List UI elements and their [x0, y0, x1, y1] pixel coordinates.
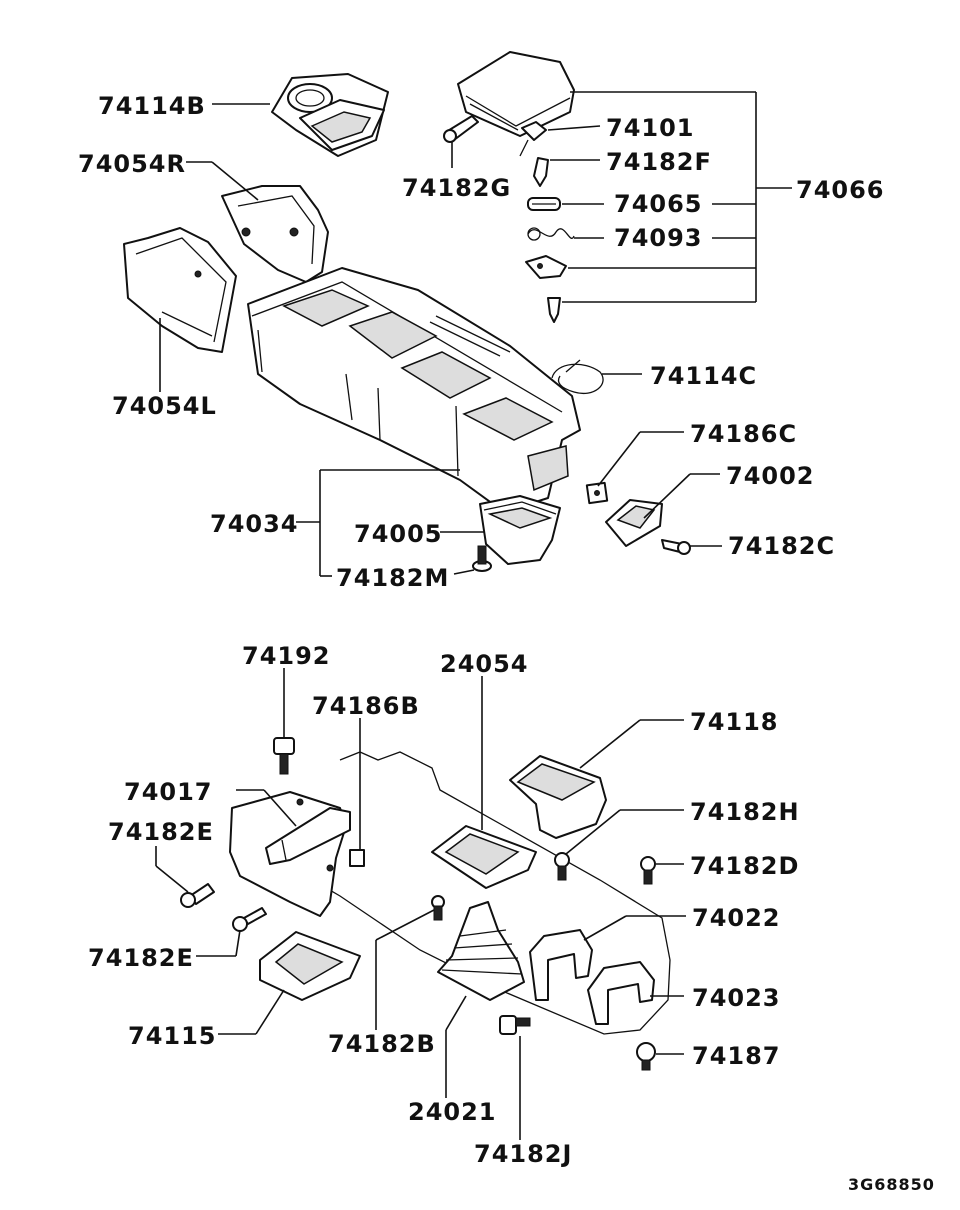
label-74182G: 74182G — [402, 174, 511, 202]
label-74114B: 74114B — [98, 92, 206, 120]
tray-74118[interactable] — [509, 755, 607, 839]
label-74182H: 74182H — [690, 798, 800, 826]
label-74054L: 74054L — [112, 392, 217, 420]
label-24054: 24054 — [440, 650, 529, 678]
pocket-74005[interactable] — [479, 495, 561, 565]
label-74118: 74118 — [690, 708, 779, 736]
label-74182D: 74182D — [690, 852, 799, 880]
label-74093: 74093 — [614, 224, 703, 252]
spring-74065[interactable] — [527, 197, 561, 211]
diagram-code: 3G68850 — [848, 1175, 935, 1194]
label-74114C: 74114C — [650, 362, 757, 390]
bracket-74023[interactable] — [587, 961, 655, 1025]
screw-74182F[interactable] — [533, 157, 549, 187]
bracket-74017[interactable] — [229, 791, 351, 917]
bolt-74182J[interactable] — [499, 1015, 531, 1035]
label-74182E-upper: 74182E — [108, 818, 214, 846]
bolt-74192[interactable] — [273, 737, 295, 775]
nut-74186B[interactable] — [349, 849, 365, 867]
shift-boot-24021[interactable] — [437, 901, 525, 1001]
label-74192: 74192 — [242, 642, 331, 670]
hinge-74101[interactable] — [519, 121, 547, 157]
label-74182F: 74182F — [606, 148, 712, 176]
label-74101: 74101 — [606, 114, 695, 142]
label-74186B: 74186B — [312, 692, 420, 720]
label-74017: 74017 — [124, 778, 213, 806]
label-74066: 74066 — [796, 176, 885, 204]
side-cover-74054R[interactable] — [221, 185, 329, 283]
console-body-74034[interactable] — [247, 267, 581, 513]
label-74182M: 74182M — [336, 564, 449, 592]
bracket-74022[interactable] — [529, 929, 593, 1001]
label-74023: 74023 — [692, 984, 781, 1012]
nut-74186C[interactable] — [585, 481, 609, 505]
label-74054R: 74054R — [78, 150, 186, 178]
clip-74187[interactable] — [636, 1042, 656, 1071]
screw-74182H[interactable] — [554, 852, 570, 881]
boot-plate-74115[interactable] — [259, 931, 361, 1001]
screw-lid-bottom[interactable] — [547, 297, 561, 323]
label-74002: 74002 — [726, 462, 815, 490]
lock-bracket[interactable] — [525, 255, 567, 279]
label-74182E-lower: 74182E — [88, 944, 194, 972]
label-74005: 74005 — [354, 520, 443, 548]
label-24021: 24021 — [408, 1098, 497, 1126]
label-74182B: 74182B — [328, 1030, 436, 1058]
label-74022: 74022 — [692, 904, 781, 932]
screw-74182M[interactable] — [472, 545, 492, 572]
label-74182J: 74182J — [474, 1140, 572, 1168]
label-74186C: 74186C — [690, 420, 797, 448]
label-74065: 74065 — [614, 190, 703, 218]
screw-74182C[interactable] — [661, 539, 691, 555]
clip-74114C[interactable] — [551, 359, 604, 395]
spring-74093[interactable] — [527, 227, 575, 241]
cup-holder-74114B[interactable] — [271, 73, 389, 157]
plate-24054[interactable] — [431, 825, 537, 889]
label-74182C: 74182C — [728, 532, 835, 560]
label-74187: 74187 — [692, 1042, 781, 1070]
screw-74182D[interactable] — [640, 856, 656, 885]
lid-74066[interactable] — [457, 51, 575, 137]
side-cover-74054L[interactable] — [123, 227, 237, 353]
label-74115: 74115 — [128, 1022, 217, 1050]
screw-74182G[interactable] — [443, 115, 479, 143]
label-74034: 74034 — [210, 510, 299, 538]
ashtray-74002[interactable] — [605, 499, 663, 547]
part-labels: 74114B 74054R 74054L 74101 74182F 74182G… — [78, 92, 935, 1194]
screw-74182E-lower[interactable] — [232, 907, 267, 932]
leader-lines — [155, 91, 792, 1140]
screw-74182B[interactable] — [431, 895, 445, 921]
screw-74182E-upper[interactable] — [180, 883, 215, 908]
